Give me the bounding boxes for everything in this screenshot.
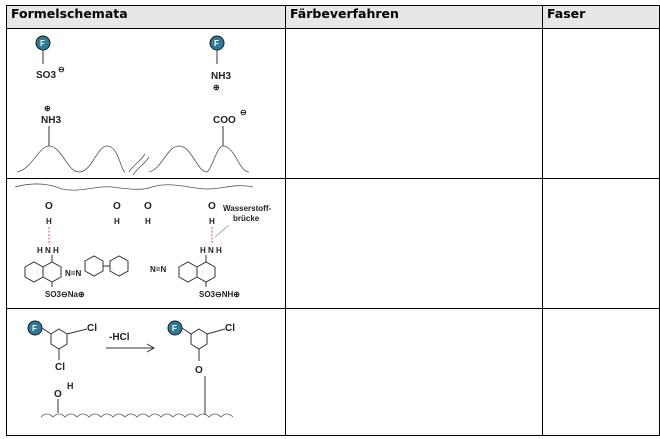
- fiber-chain: [16, 145, 126, 173]
- header-formelschemata: Formelschemata: [6, 5, 286, 29]
- chlorine: Cl: [55, 362, 65, 373]
- oxygen: O: [45, 201, 53, 212]
- amine-right: H N H: [200, 246, 222, 255]
- positive-charge: ⊕: [213, 83, 220, 92]
- verfahren-cell[interactable]: [285, 28, 543, 179]
- oxygen: O: [195, 365, 203, 376]
- verfahren-cell[interactable]: [285, 178, 543, 309]
- dye-label: F: [40, 39, 45, 48]
- annotation-wasserstoff: Wasserstoff-: [223, 204, 271, 213]
- amine-left: H N H: [37, 246, 59, 255]
- header-faser: Faser: [542, 5, 660, 29]
- triazine-ring: [50, 328, 68, 350]
- triazine-ring: [190, 328, 208, 350]
- table-row: F Cl Cl O H -HCl F Cl O: [6, 308, 660, 436]
- oxygen: O: [208, 201, 216, 212]
- fiber-chain: [148, 145, 250, 173]
- formula-cell-covalent: F Cl Cl O H -HCl F Cl O: [6, 308, 286, 436]
- dyeing-table: Formelschemata Färbeverfahren Faser F SO…: [6, 5, 660, 436]
- positive-charge: ⊕: [44, 104, 51, 113]
- fiber-chain: [40, 413, 234, 418]
- azo-right: N=N: [150, 265, 166, 274]
- table-row: F SO3 ⊖ F NH3 ⊕ ⊕ NH3 COO ⊖: [6, 28, 660, 179]
- sulfonate-group: SO3: [36, 70, 56, 81]
- azo-left: N=N: [65, 269, 81, 278]
- ammonium-group: NH3: [211, 71, 231, 82]
- negative-charge: ⊖: [240, 108, 247, 117]
- formula-cell-ionic: F SO3 ⊖ F NH3 ⊕ ⊕ NH3 COO ⊖: [6, 28, 286, 179]
- faser-cell[interactable]: [542, 178, 660, 309]
- fiber-chain: [14, 183, 254, 191]
- chlorine: Cl: [225, 323, 235, 334]
- sulfonate-ammonium: SO3⊖NH⊕: [199, 290, 240, 299]
- hydrogen: H: [46, 217, 52, 226]
- chlorine: Cl: [87, 323, 97, 334]
- hydrogen: H: [145, 217, 151, 226]
- header-row: Formelschemata Färbeverfahren Faser: [6, 5, 660, 29]
- hydrogen: H: [114, 217, 120, 226]
- oxygen: O: [54, 389, 62, 400]
- table-row: O H O H O H O H Wasserstoff- brücke H N …: [6, 178, 660, 309]
- reaction-label: -HCl: [109, 332, 130, 343]
- ionic-bond-diagram: F SO3 ⊖ F NH3 ⊕ ⊕ NH3 COO ⊖: [16, 35, 250, 176]
- dye-label: F: [214, 39, 219, 48]
- dye-label: F: [32, 324, 37, 333]
- hydrogen: H: [67, 381, 74, 391]
- oxygen: O: [144, 201, 152, 212]
- sulfonate-sodium: SO3⊖Na⊕: [45, 290, 85, 299]
- faser-cell[interactable]: [542, 308, 660, 436]
- hydroxyl-groups: O H O H O H O H: [45, 201, 216, 226]
- dye-label: F: [172, 324, 177, 333]
- hydrogen: H: [209, 217, 215, 226]
- header-faerbeverfahren: Färbeverfahren: [285, 5, 543, 29]
- fiber-ammonium: NH3: [41, 115, 61, 126]
- dye-skeleton: [24, 255, 216, 287]
- oxygen: O: [113, 201, 121, 212]
- negative-charge: ⊖: [58, 65, 65, 74]
- faser-cell[interactable]: [542, 28, 660, 179]
- covalent-bond-diagram: F Cl Cl O H -HCl F Cl O: [27, 320, 235, 418]
- hydrogen-bond-diagram: O H O H O H O H Wasserstoff- brücke H N …: [14, 183, 271, 299]
- annotation-bruecke: brücke: [233, 214, 260, 223]
- formula-cell-hbond: O H O H O H O H Wasserstoff- brücke H N …: [6, 178, 286, 309]
- fiber-carboxylate: COO: [213, 115, 236, 126]
- verfahren-cell[interactable]: [285, 308, 543, 436]
